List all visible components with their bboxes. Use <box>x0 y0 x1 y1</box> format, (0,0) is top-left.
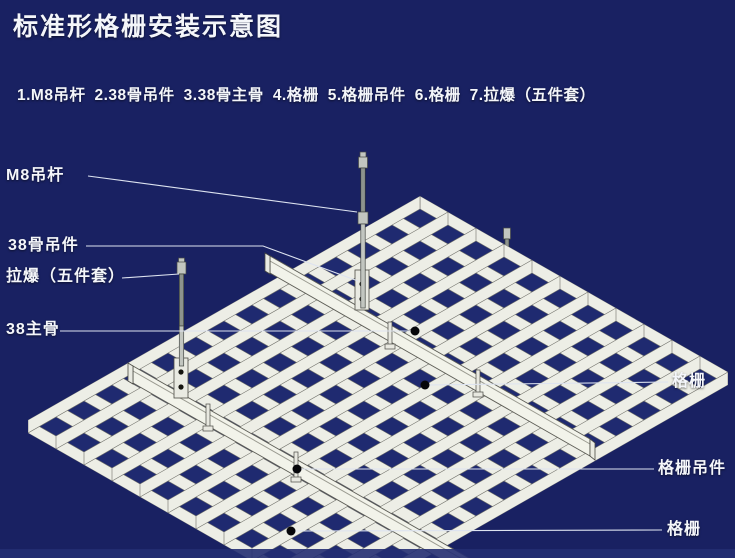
leader-lines <box>60 175 669 536</box>
legend-item-6: 6.格栅 <box>414 87 461 104</box>
legend-item-4: 4.格栅 <box>272 87 319 104</box>
callout-dot-main-runner <box>410 326 420 336</box>
legend-item-5: 5.格栅吊件 <box>327 87 406 104</box>
bottom-band <box>0 549 735 558</box>
page-title: 标准形格栅安装示意图 <box>13 13 284 41</box>
label-main-runner: 38主骨 <box>6 321 60 338</box>
callout-dot-grille-hanger <box>292 464 302 474</box>
label-expansion-bolt: 拉爆（五件套） <box>6 268 126 285</box>
legend-item-1: 1.M8吊杆 <box>17 87 86 104</box>
legend-item-7: 7.拉爆（五件套） <box>469 87 596 104</box>
legend-item-2: 2.38骨吊件 <box>94 87 175 104</box>
label-grille-lower: 格栅 <box>667 521 702 538</box>
label-38-hanger: 38骨吊件 <box>8 237 79 254</box>
label-grille-hanger: 格栅吊件 <box>658 460 727 477</box>
main-runner-beam-left <box>127 362 470 558</box>
grille-lattice <box>28 196 728 558</box>
grille-blade <box>28 196 421 434</box>
label-m8-rod: M8吊杆 <box>6 167 65 184</box>
legend-item-3: 3.38骨主骨 <box>183 87 264 104</box>
label-grille-upper: 格栅 <box>672 373 707 390</box>
callout-dot-grille-upper <box>420 380 430 390</box>
main-runner-beam-right <box>264 252 596 461</box>
callout-dot-grille-lower <box>286 526 296 536</box>
parts-legend: 1.M8吊杆 2.38骨吊件 3.38骨主骨 4.格栅 5.格栅吊件 6.格栅 7.拉爆（五… <box>17 86 605 106</box>
expansion-bolt-rod <box>173 257 189 399</box>
m8-rod-front <box>354 151 370 311</box>
